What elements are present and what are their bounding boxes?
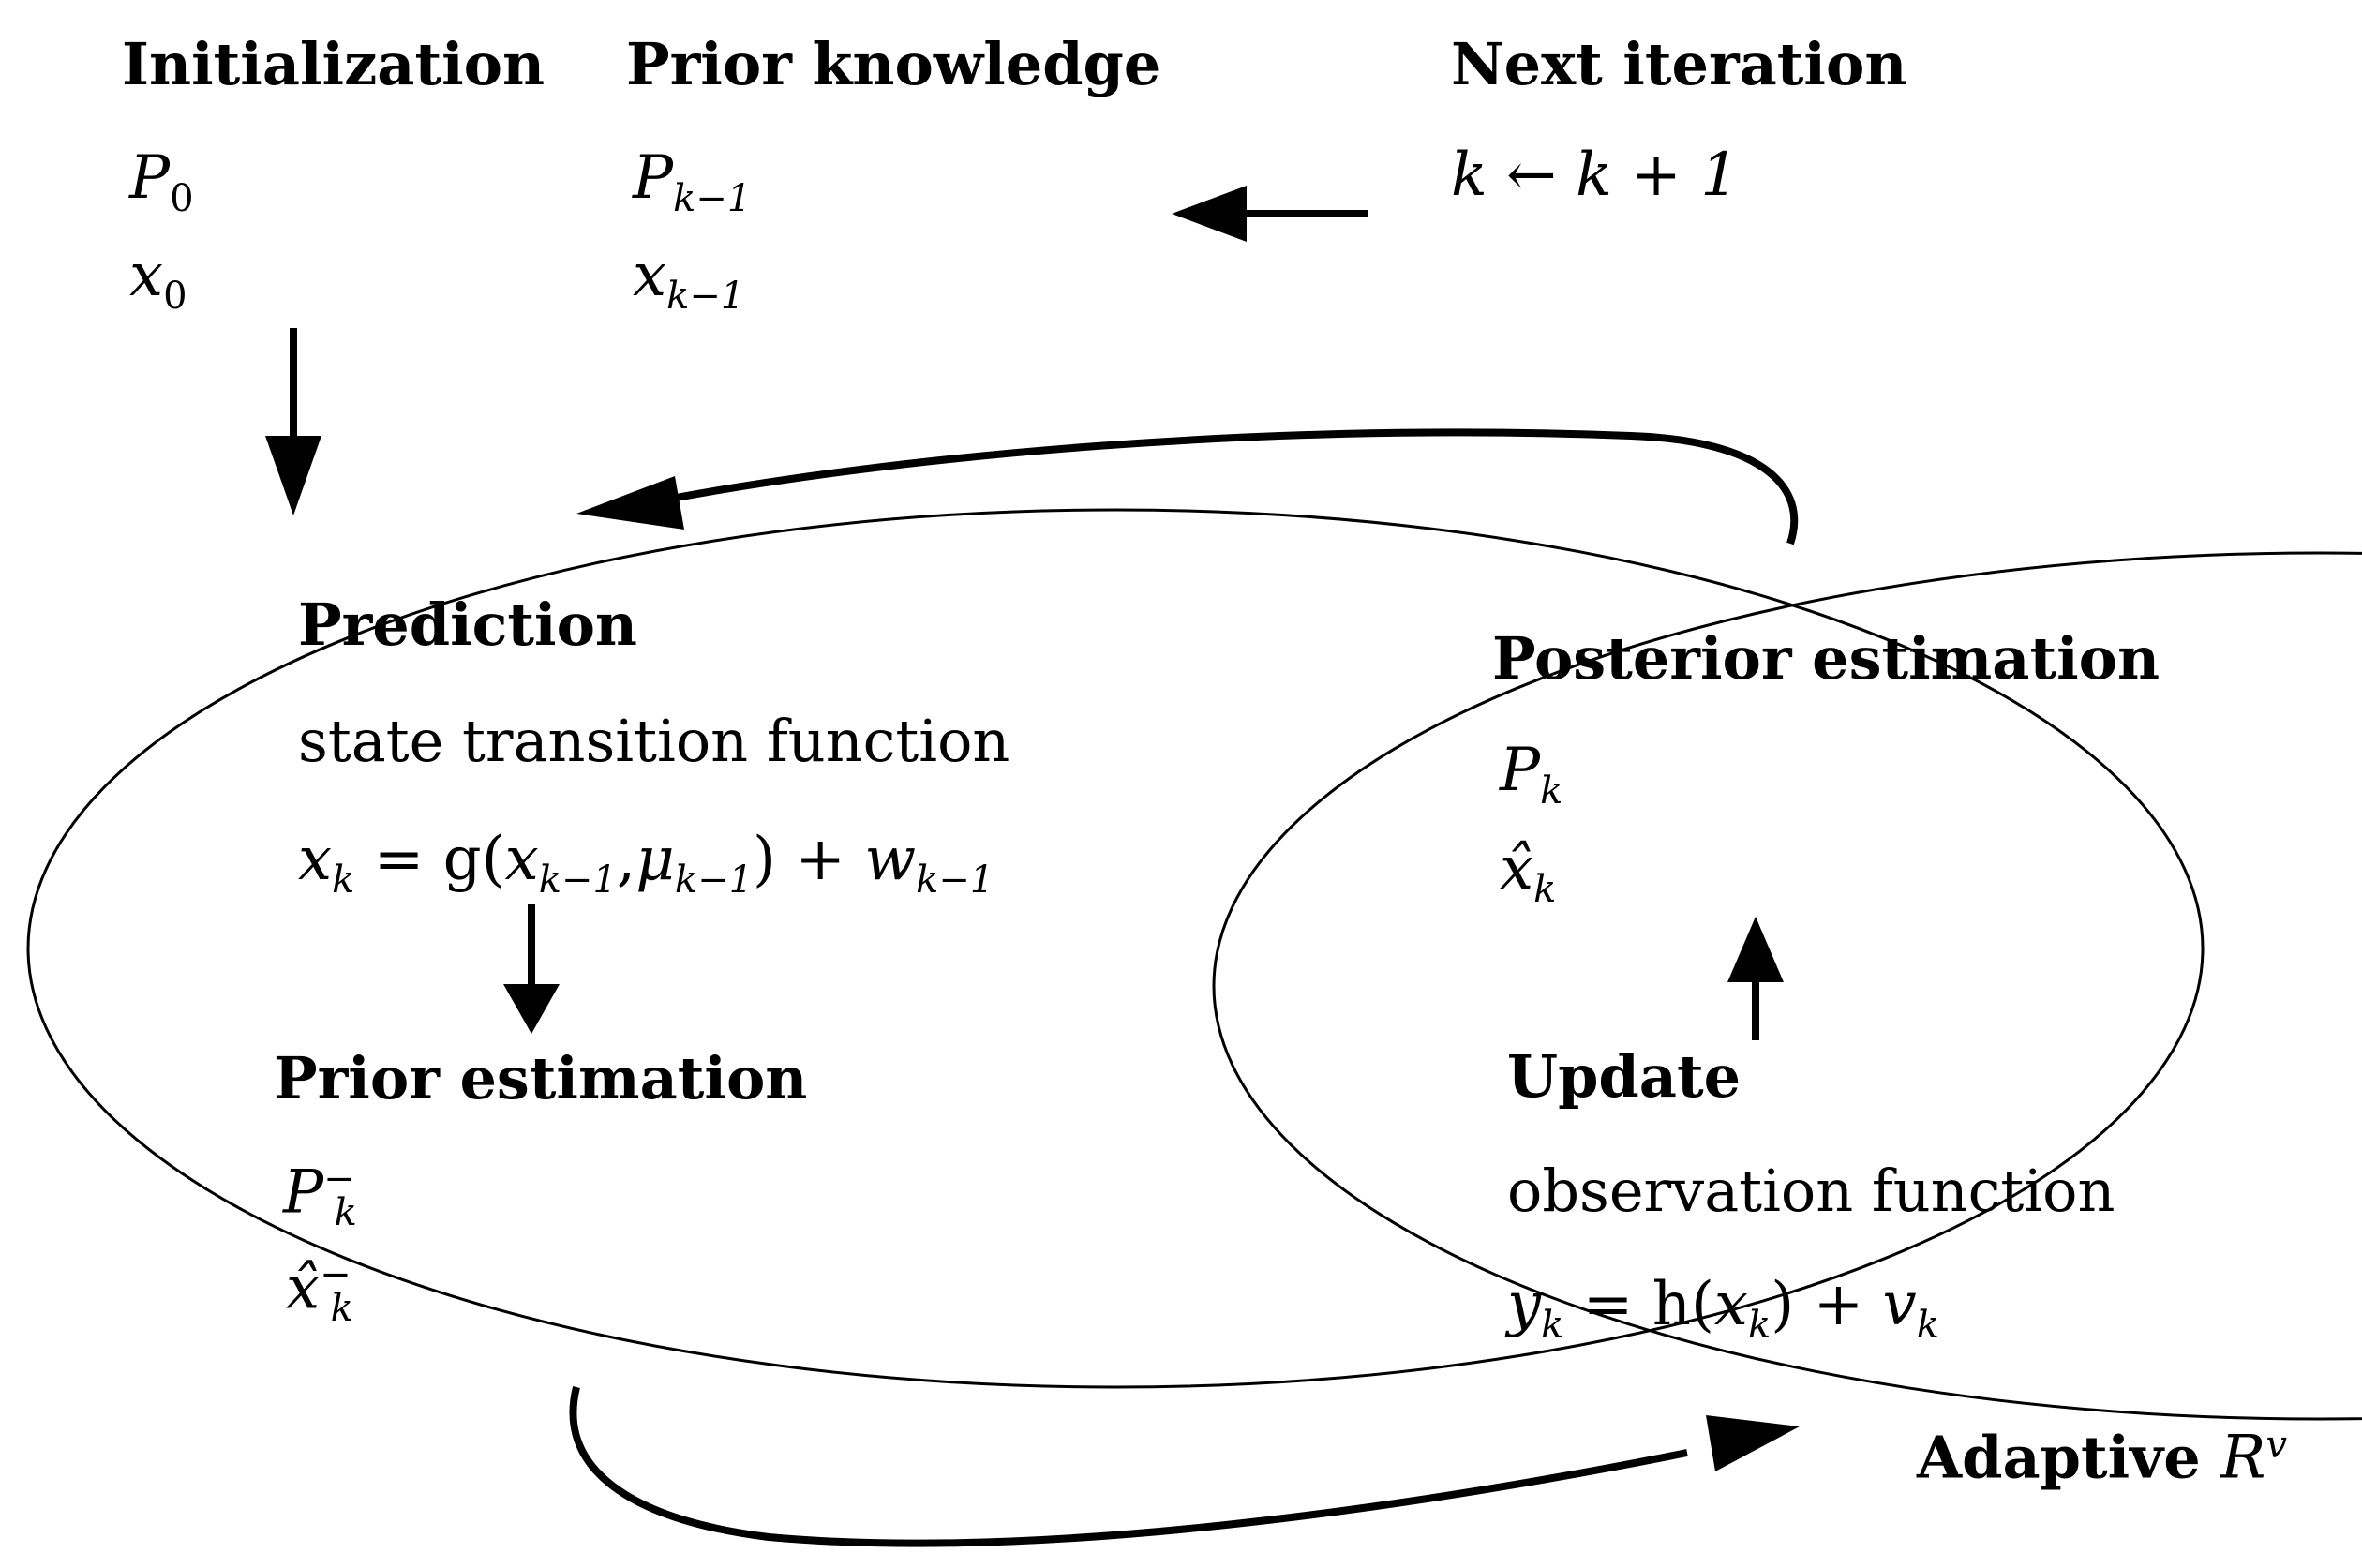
next-iteration-arrowhead	[1172, 186, 1247, 242]
init-p0: P0	[129, 143, 194, 220]
prior-estimation-title: Prior estimation	[274, 1044, 808, 1113]
prediction-ellipse	[26, 508, 2205, 1389]
state-equation: xk = g(xk−1,μk−1) + wk−1	[298, 825, 994, 902]
feedback-curve	[655, 428, 1799, 545]
prior-estimation-p: P−k	[283, 1157, 357, 1235]
adaptive-label: Adaptive Rv	[1917, 1423, 2288, 1493]
prior-knowledge-x: xk−1	[633, 241, 745, 318]
update-ellipse	[1212, 551, 2362, 1421]
update-title: Update	[1507, 1042, 1742, 1111]
observation-equation: yk = h(xk) + vk	[1507, 1270, 1939, 1347]
prior-knowledge-p: Pk−1	[633, 143, 752, 220]
state-transition-label: state transition function	[298, 707, 1010, 775]
initialization-title: Initialization	[122, 30, 546, 98]
prediction-title: Prediction	[298, 590, 638, 659]
prediction-to-prior-arrowhead	[503, 984, 560, 1034]
feedback-curve-arrowhead	[576, 476, 684, 530]
prior-to-update-curve	[569, 1386, 1688, 1547]
prior-to-update-curve-arrowhead	[1706, 1415, 1800, 1471]
observation-function-label: observation function	[1507, 1157, 2115, 1225]
posterior-estimation-title: Posterior estimation	[1492, 624, 2160, 693]
update-to-posterior-arrowhead	[1727, 917, 1784, 982]
prior-estimation-xhat: x̂−k	[286, 1253, 353, 1331]
init-down-arrowhead	[265, 436, 321, 515]
prior-knowledge-title: Prior knowledge	[626, 30, 1161, 98]
next-iteration-title: Next iteration	[1451, 30, 1907, 98]
posterior-xhat: x̂k	[1500, 834, 1557, 911]
next-iteration-formula: k ← k + 1	[1451, 141, 1739, 210]
init-x0: x0	[129, 241, 187, 318]
posterior-p: Pk	[1500, 736, 1563, 813]
